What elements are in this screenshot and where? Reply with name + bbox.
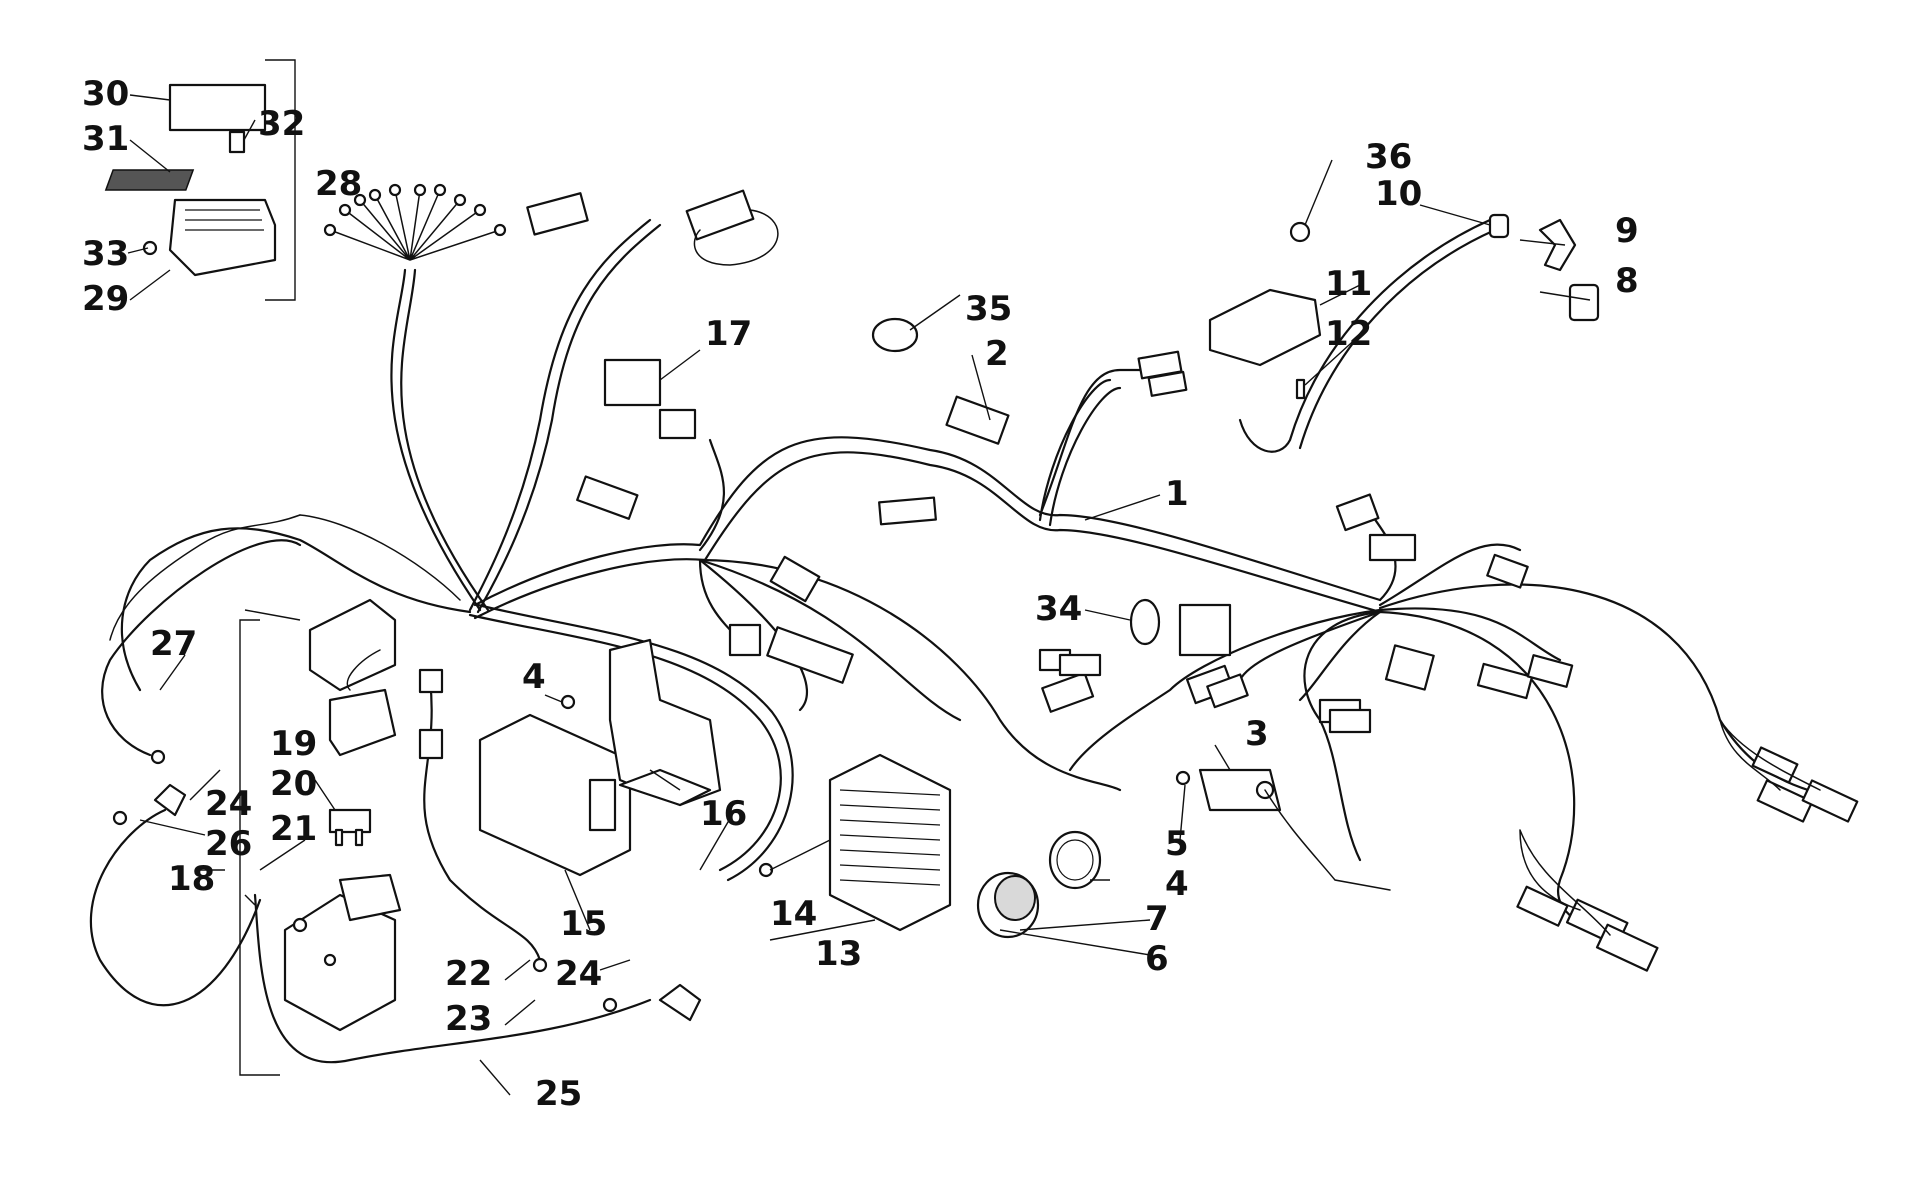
grommet-10: [1488, 213, 1510, 239]
callout-31: 31: [82, 119, 129, 159]
cap-8: [1568, 283, 1600, 322]
callout-7: 7: [1145, 899, 1169, 939]
elbow-9: [1538, 218, 1577, 272]
fuse-20: [328, 808, 372, 847]
harness-connectors-top: [526, 189, 1188, 526]
screw-14: [758, 862, 774, 878]
callout-24b: 24: [555, 954, 602, 994]
battery-cables: [89, 539, 702, 1064]
callout-9: 9: [1615, 211, 1639, 251]
ring-terminal-cluster: [323, 183, 507, 261]
bracket-28: [265, 59, 296, 301]
callout-18: 18: [168, 859, 215, 899]
callout-28: 28: [315, 164, 362, 204]
callout-34: 34: [1035, 589, 1082, 629]
mounting-bracket-16: [608, 638, 722, 807]
switch-plate-3: [1198, 768, 1391, 891]
callout-17: 17: [705, 314, 752, 354]
callout-4a: 4: [522, 657, 546, 697]
callout-30: 30: [82, 74, 129, 114]
cdi-module-15: [478, 713, 632, 877]
fuse-box-gasket-31: [104, 169, 195, 191]
callout-2: 2: [985, 334, 1009, 374]
callout-3: 3: [1245, 714, 1269, 754]
screw-12: [1295, 378, 1306, 400]
connector-block: [1178, 603, 1232, 657]
callout-21: 21: [270, 809, 317, 849]
screw-4: [560, 694, 576, 710]
callout-labels: 1 2 3 4 4 5 6 7 8 9 10 11 12 13 14 15 16…: [82, 74, 1639, 1114]
connector-17: [603, 358, 662, 407]
fuse-box-slots: [185, 209, 264, 231]
callout-4b: 4: [1165, 864, 1189, 904]
fuse-box-assembly: [104, 59, 296, 301]
callout-25: 25: [535, 1074, 582, 1114]
voltage-regulator-13: [828, 753, 952, 932]
relay-19: [308, 598, 397, 757]
callout-20: 20: [270, 764, 317, 804]
clamp-35: [871, 317, 919, 353]
callout-26: 26: [205, 824, 252, 864]
callout-5: 5: [1165, 824, 1189, 864]
nut-36: [1289, 221, 1311, 243]
callout-14: 14: [770, 894, 817, 934]
harness-connectors-middle: [728, 493, 1574, 734]
starter-solenoid-18: [283, 873, 402, 1032]
hose-10: [1238, 218, 1492, 453]
callout-8: 8: [1615, 261, 1639, 301]
callout-13: 13: [815, 934, 862, 974]
callout-15: 15: [560, 904, 607, 944]
terminal-boot-24b: [658, 983, 702, 1022]
fuse-box-cover-30: [168, 83, 267, 132]
terminal-26: [112, 810, 128, 826]
callout-23: 23: [445, 999, 492, 1039]
module-11: [1208, 288, 1322, 367]
callout-6: 6: [1145, 939, 1169, 979]
terminal-boot-24: [153, 783, 187, 817]
callout-11: 11: [1325, 264, 1372, 304]
callout-35: 35: [965, 289, 1012, 329]
screw-4b: [1175, 770, 1191, 786]
clamp-34: [1129, 598, 1161, 646]
callout-19: 19: [270, 724, 317, 764]
callout-27: 27: [150, 624, 197, 664]
ring-7: [1048, 830, 1102, 890]
callout-24a: 24: [205, 784, 252, 824]
callout-1: 1: [1165, 474, 1189, 514]
fuse-box-base-29: [168, 198, 277, 277]
bracket-18: [239, 619, 280, 1076]
callout-36: 36: [1365, 137, 1412, 177]
callout-16: 16: [700, 794, 747, 834]
callout-12: 12: [1325, 314, 1372, 354]
terminal-27: [150, 749, 166, 765]
connector-2: [945, 395, 1010, 445]
harness-connectors-right: [1516, 719, 1859, 972]
fuse-32: [228, 130, 246, 154]
callout-10: 10: [1375, 174, 1422, 214]
callout-29: 29: [82, 279, 129, 319]
plug-6: [976, 871, 1040, 939]
leader-lines: [127, 94, 1591, 1096]
callout-22: 22: [445, 954, 492, 994]
screw-33: [142, 240, 158, 256]
callout-33: 33: [82, 234, 129, 274]
callout-32: 32: [258, 104, 305, 144]
terminal-23: [532, 957, 548, 973]
